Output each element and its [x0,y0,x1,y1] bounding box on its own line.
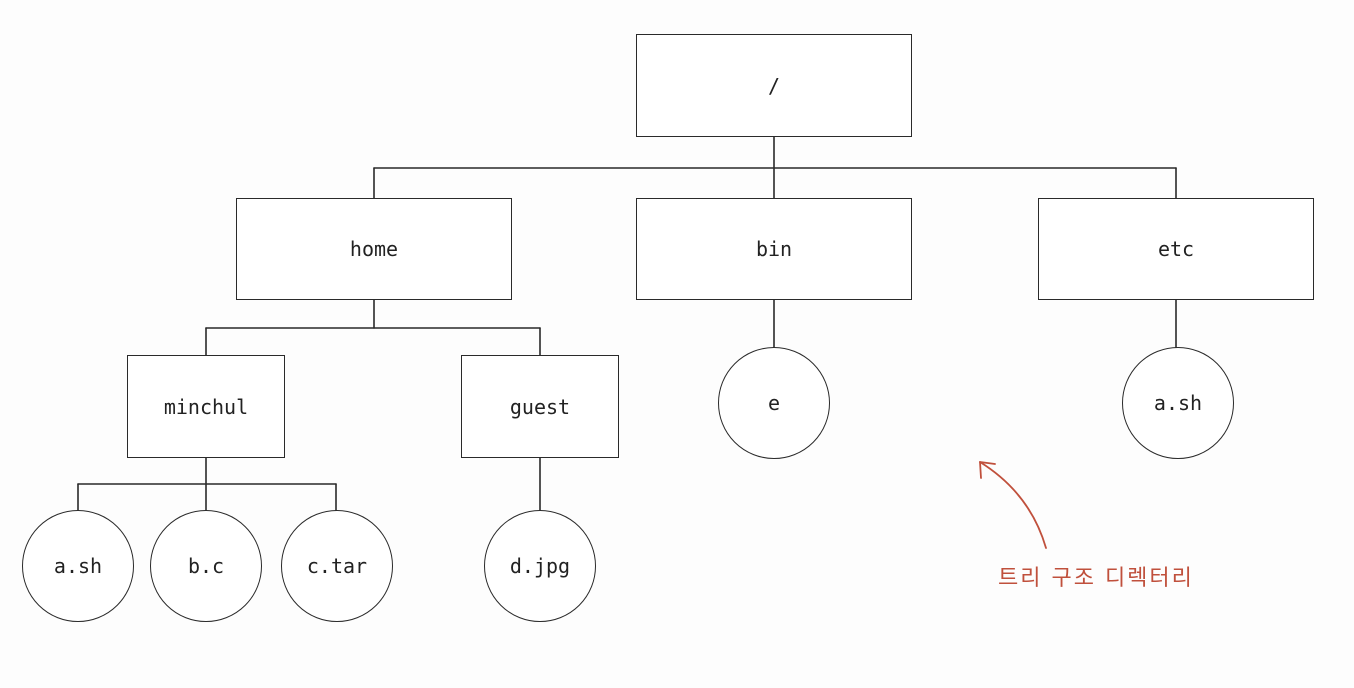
node-ash: a.sh [22,510,134,622]
annotation-label: 트리 구조 디렉터리 [998,566,1194,591]
node-bc-label: b.c [187,554,225,578]
node-bin-label: bin [755,237,793,261]
node-ash-label: a.sh [53,554,103,578]
node-home: home [236,198,512,300]
node-guest-label: guest [509,394,571,419]
annotation-arrowhead [979,461,996,479]
node-guest: guest [461,355,619,458]
node-djpg: d.jpg [484,510,596,622]
node-minchul-label: minchul [163,394,249,419]
node-etc-label: etc [1157,237,1195,261]
node-etc-ash: a.sh [1122,347,1234,459]
node-ctar-label: c.tar [306,554,368,578]
node-ctar: c.tar [281,510,393,622]
node-djpg-label: d.jpg [509,554,571,578]
node-bc: b.c [150,510,262,622]
node-root: / [636,34,912,137]
node-minchul: minchul [127,355,285,458]
node-root-label: / [767,73,781,98]
node-e: e [718,347,830,459]
annotation-arrow [979,461,1047,549]
node-bin: bin [636,198,912,300]
node-e-label: e [767,391,781,415]
node-home-label: home [349,237,399,261]
node-etc: etc [1038,198,1314,300]
node-etc-ash-label: a.sh [1153,391,1203,415]
